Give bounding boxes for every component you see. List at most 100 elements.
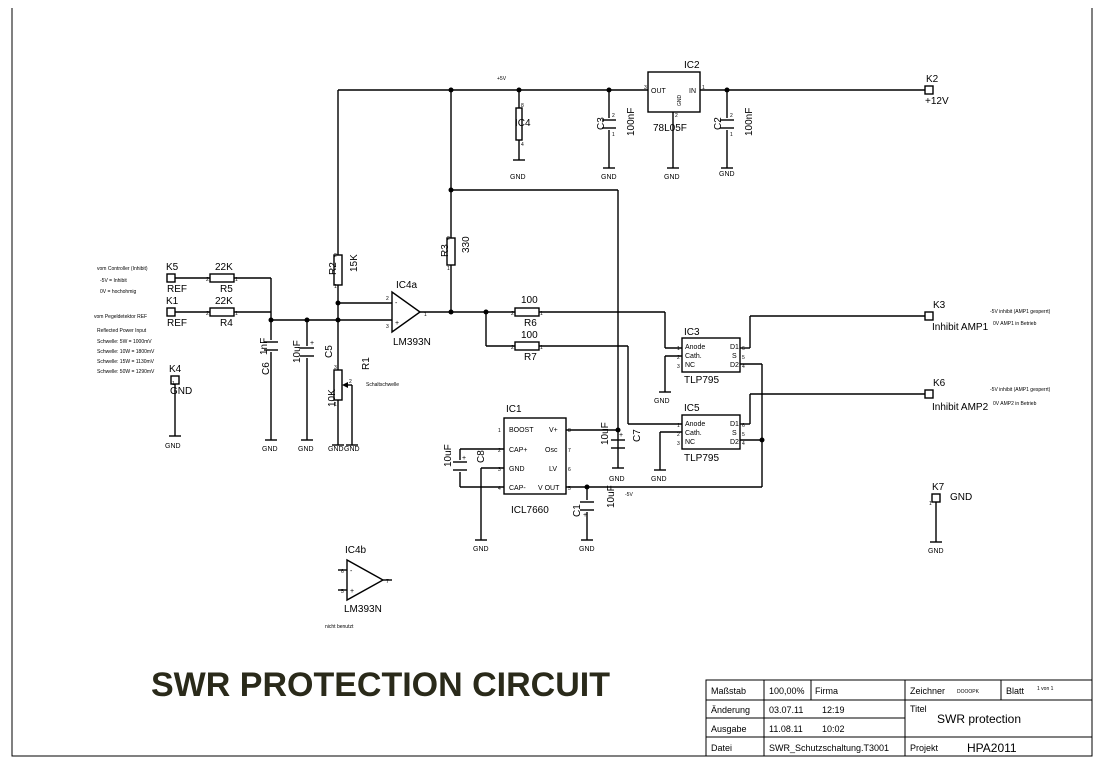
- svg-text:4: 4: [742, 441, 745, 447]
- title-block: Maßstab 100,00% Firma Zeichner DOOOPK Bl…: [705, 679, 1093, 757]
- gnd-c5: GND: [298, 439, 314, 453]
- svg-text:GND: GND: [609, 476, 625, 483]
- ic2-regulator: IC2 OUT IN GND 78L05F 3 1 2: [644, 60, 705, 134]
- svg-text:3: 3: [334, 365, 337, 371]
- svg-text:2: 2: [206, 311, 209, 317]
- svg-text:10uF: 10uF: [443, 444, 454, 467]
- svg-text:C8: C8: [476, 450, 487, 463]
- svg-text:D1: D1: [730, 421, 739, 428]
- svg-text:IC1: IC1: [506, 404, 522, 415]
- svg-text:IC4b: IC4b: [345, 545, 367, 556]
- svg-text:GND: GND: [601, 174, 617, 181]
- svg-text:SWR protection: SWR protection: [937, 712, 1021, 726]
- svg-text:+12V: +12V: [925, 96, 949, 107]
- svg-text:0V AMP2 in Betrieb: 0V AMP2 in Betrieb: [993, 401, 1037, 407]
- svg-text:S: S: [732, 430, 737, 437]
- svg-text:Ausgabe: Ausgabe: [711, 724, 747, 734]
- page-title: SWR PROTECTION CIRCUIT: [151, 666, 610, 704]
- net-minus5: -5V: [625, 492, 633, 498]
- svg-text:C3: C3: [596, 117, 607, 130]
- svg-text:12:19: 12:19: [822, 705, 845, 715]
- svg-text:100: 100: [521, 295, 538, 306]
- svg-text:R3: R3: [440, 244, 451, 257]
- connector-k2: K2 +12V: [924, 74, 949, 107]
- resistor-r3: R3 330: [440, 236, 472, 266]
- svg-text:IC5: IC5: [684, 403, 700, 414]
- svg-text:IC2: IC2: [684, 60, 700, 71]
- svg-text:C1: C1: [572, 504, 583, 517]
- svg-text:1 von 1: 1 von 1: [1037, 686, 1054, 692]
- svg-text:7: 7: [386, 579, 389, 585]
- svg-text:Maßstab: Maßstab: [711, 686, 746, 696]
- svg-text:1: 1: [447, 266, 450, 272]
- svg-text:-: -: [395, 300, 398, 307]
- svg-text:3: 3: [677, 364, 680, 370]
- svg-text:R1: R1: [361, 357, 372, 370]
- svg-text:2: 2: [334, 253, 337, 259]
- svg-text:K2: K2: [926, 74, 939, 85]
- svg-text:D2: D2: [730, 439, 739, 446]
- ic3-tlp795: IC3 Anode Cath. NC D1 S D2 TLP795: [681, 327, 741, 386]
- svg-text:1: 1: [498, 428, 501, 434]
- svg-text:1: 1: [677, 346, 680, 352]
- svg-text:2: 2: [386, 296, 389, 302]
- svg-text:5: 5: [568, 486, 571, 492]
- svg-text:1: 1: [172, 381, 175, 387]
- svg-text:GND: GND: [298, 446, 314, 453]
- svg-text:R6: R6: [524, 318, 537, 329]
- svg-text:GND: GND: [719, 171, 735, 178]
- svg-text:2: 2: [730, 113, 733, 119]
- svg-text:100nF: 100nF: [626, 108, 637, 136]
- svg-text:GND: GND: [950, 492, 972, 503]
- svg-text:GND: GND: [509, 466, 525, 473]
- svg-text:GND: GND: [510, 174, 526, 181]
- svg-text:REF: REF: [167, 284, 187, 295]
- capacitor-c8: + C8 10uF: [443, 444, 487, 471]
- svg-text:330: 330: [461, 236, 472, 253]
- resistor-r4: 22K R4: [209, 296, 235, 329]
- resistor-r1: R1 10K Schaltschwelle: [327, 357, 399, 407]
- svg-text:TLP795: TLP795: [684, 375, 719, 386]
- svg-text:GND: GND: [165, 443, 181, 450]
- svg-text:2: 2: [612, 113, 615, 119]
- svg-text:HPA2011: HPA2011: [967, 741, 1017, 755]
- svg-text:C6: C6: [261, 362, 272, 375]
- svg-text:K5: K5: [166, 262, 179, 273]
- svg-text:5: 5: [742, 432, 745, 438]
- gnd-c1: GND: [579, 539, 595, 553]
- svg-text:LV: LV: [549, 466, 557, 473]
- connector-k3: K3 Inhibit AMP1: [924, 300, 989, 333]
- svg-text:DOOOPK: DOOOPK: [957, 689, 980, 695]
- svg-text:GND: GND: [928, 548, 944, 555]
- svg-text:Blatt: Blatt: [1006, 686, 1025, 696]
- svg-text:GND: GND: [344, 446, 360, 453]
- svg-text:R2: R2: [328, 262, 339, 275]
- svg-text:+: +: [619, 432, 623, 439]
- ic4-supply: IC4 8 4: [515, 103, 531, 148]
- capacitor-c2: C2 100nF 2 1: [713, 108, 755, 138]
- svg-text:NC: NC: [685, 439, 695, 446]
- note-k3: -5V inhibit (AMP1 gesperrt) 0V AMP1 in B…: [990, 309, 1051, 327]
- svg-text:78L05F: 78L05F: [653, 123, 687, 134]
- svg-text:GND: GND: [170, 386, 192, 397]
- svg-text:03.07.11: 03.07.11: [769, 705, 803, 715]
- capacitor-c5: + C5 10uF: [292, 340, 335, 363]
- svg-text:2: 2: [675, 113, 678, 119]
- svg-text:3: 3: [677, 441, 680, 447]
- connector-k7: K7 GND: [931, 482, 972, 503]
- svg-text:10:02: 10:02: [822, 724, 845, 734]
- svg-text:Änderung: Änderung: [711, 705, 750, 715]
- svg-text:1: 1: [702, 85, 705, 91]
- svg-text:S: S: [732, 353, 737, 360]
- svg-text:IN: IN: [689, 88, 696, 95]
- svg-text:4: 4: [521, 142, 524, 148]
- svg-text:C5: C5: [324, 345, 335, 358]
- svg-text:10uF: 10uF: [606, 485, 617, 508]
- svg-text:NC: NC: [685, 362, 695, 369]
- note-k5: vom Controller (Inhibit) -5V = Inhibit 0…: [97, 266, 148, 295]
- svg-text:Datei: Datei: [711, 743, 732, 753]
- svg-text:+: +: [462, 455, 466, 462]
- svg-text:SWR_Schutzschaltung.T3001: SWR_Schutzschaltung.T3001: [769, 743, 889, 753]
- svg-text:Titel: Titel: [910, 704, 927, 714]
- svg-text:nicht benutzt: nicht benutzt: [325, 624, 354, 630]
